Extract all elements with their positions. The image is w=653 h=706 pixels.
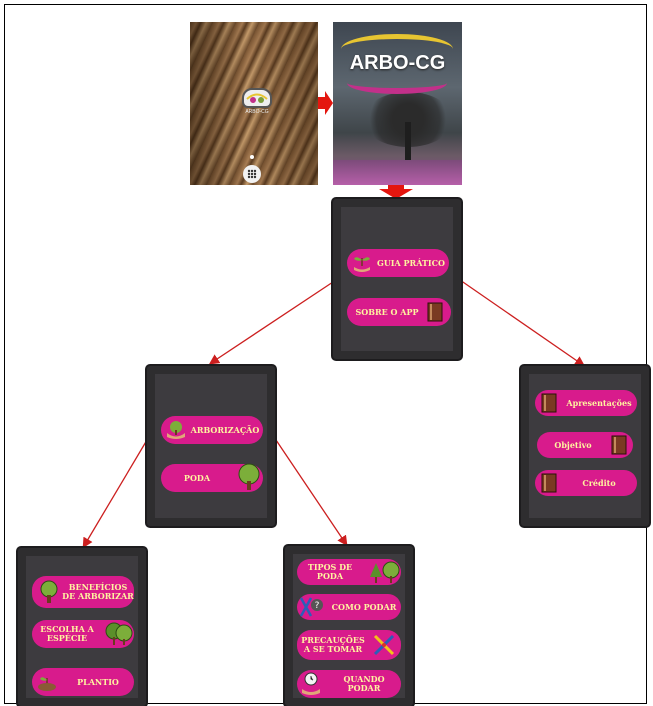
logo-swoosh-pink xyxy=(347,72,447,94)
book-icon xyxy=(609,434,629,456)
trees-icon xyxy=(104,620,134,648)
arrow-guia-to-arborizacao xyxy=(84,440,147,546)
arrow-title-to-main xyxy=(379,185,413,199)
sobre-o-app-screen: Apresentações Objetivo Crédito xyxy=(521,366,649,526)
guia-pratico-label: GUIA PRÁTICO xyxy=(377,259,445,268)
app-launcher-caption: ARBO-CG xyxy=(242,109,272,115)
trees-icon xyxy=(367,558,401,586)
svg-text:?: ? xyxy=(315,601,320,611)
apresentacoes-label: Apresentações xyxy=(566,399,631,408)
main-menu-screen: GUIA PRÁTICO SOBRE O APP xyxy=(333,199,461,359)
home-screen-screenshot: ARBO-CG xyxy=(190,22,318,185)
tipos-de-poda-label: TIPOS DE PODA xyxy=(297,563,363,581)
beneficios-label-line2: DE ARBORIZAR xyxy=(62,592,134,601)
arborizacao-label: ARBORIZAÇÃO xyxy=(191,426,260,435)
clock-hand-icon xyxy=(299,670,323,698)
como-podar-label: COMO PODAR xyxy=(332,603,397,612)
tree-icon xyxy=(36,579,62,605)
tree-icon xyxy=(235,462,263,492)
app-title: ARBO-CG xyxy=(333,52,462,75)
poda-label: PODA xyxy=(184,474,210,483)
app-launcher-icon[interactable] xyxy=(242,88,272,108)
precaucoes-label-line2: A SE TOMAR xyxy=(304,645,362,654)
sobre-o-app-label: SOBRE O APP xyxy=(355,308,418,317)
guia-pratico-screen: ARBORIZAÇÃO PODA xyxy=(147,366,275,526)
objetivo-label: Objetivo xyxy=(554,441,591,450)
escolha-label-line2: ESPÉCIE xyxy=(47,634,87,643)
tree-hand-icon xyxy=(165,419,187,441)
poda-screen: TIPOS DE PODA COMO PODAR ? PRECAUÇÕES A … xyxy=(285,546,413,706)
book-icon xyxy=(539,392,559,414)
crossed-tools-icon xyxy=(371,632,397,658)
title-screen-screenshot: ARBO-CG xyxy=(333,22,462,185)
sprout-hand-icon xyxy=(36,671,58,693)
sprout-hand-icon xyxy=(351,252,373,274)
arrow-main-to-sobre xyxy=(460,280,583,365)
credito-label: Crédito xyxy=(582,479,615,488)
book-icon xyxy=(425,301,445,323)
quando-podar-label-line2: PODAR xyxy=(348,684,381,693)
question-cross-icon: ? xyxy=(299,595,325,619)
book-icon xyxy=(539,472,559,494)
arrow-guia-to-poda xyxy=(276,440,346,544)
arrow-main-to-guia xyxy=(211,280,336,363)
apps-grid-icon[interactable] xyxy=(243,165,261,183)
arrow-splash-to-title xyxy=(318,91,333,115)
plantio-label: PLANTIO xyxy=(77,678,119,687)
arborizacao-screen: BENEFÍCIOS DE ARBORIZAR ESCOLHA A ESPÉCI… xyxy=(18,548,146,706)
